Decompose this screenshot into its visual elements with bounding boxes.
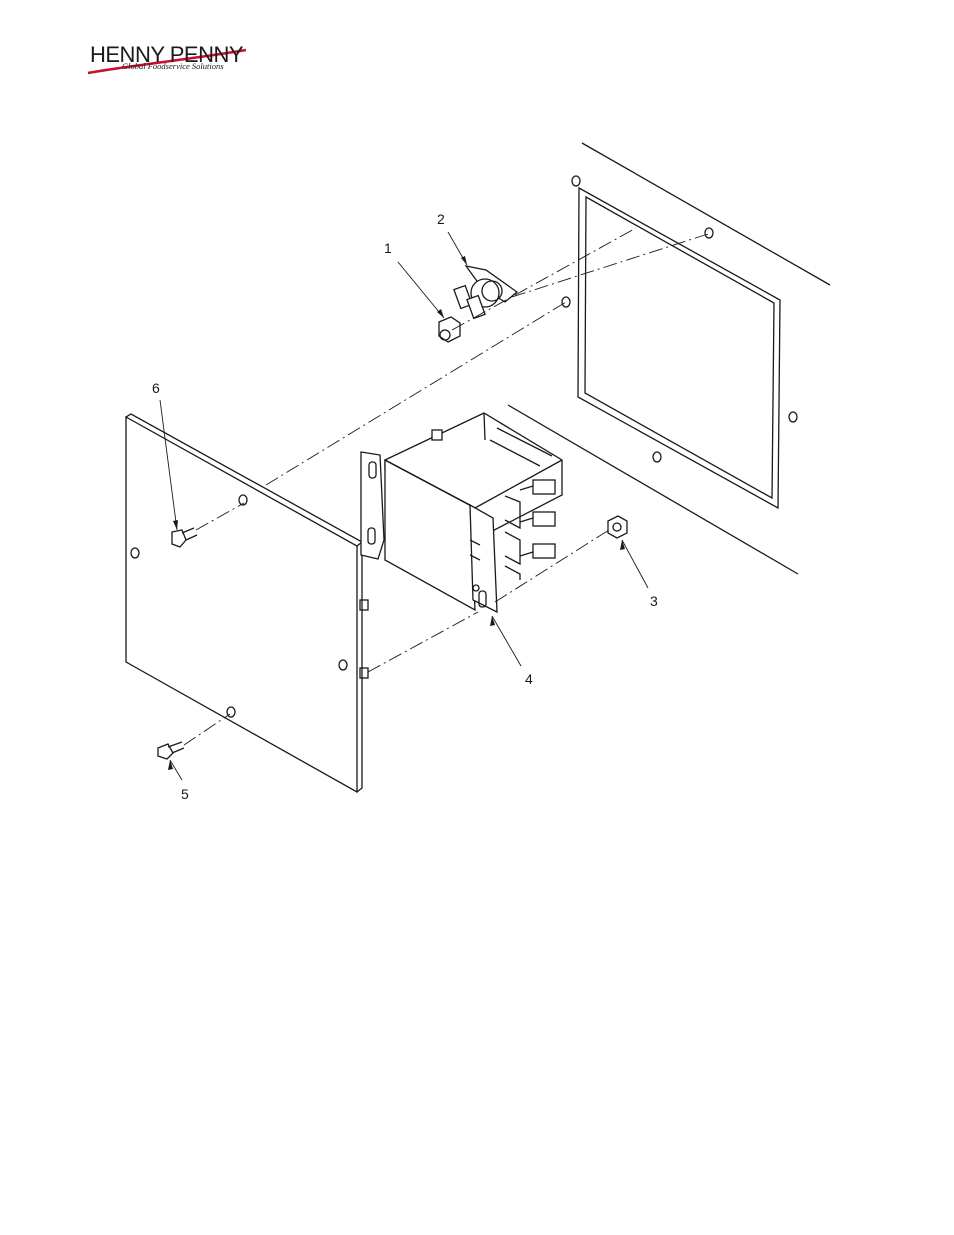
hex-nut-3 (608, 516, 627, 538)
centerline-nut-3 (495, 530, 609, 602)
leader-1 (398, 262, 444, 318)
plate-stud (360, 600, 368, 610)
callout-3: 3 (650, 593, 658, 609)
callout-4: 4 (525, 671, 533, 687)
thermostat (454, 266, 517, 318)
gasket-frame (578, 188, 780, 508)
cabinet-top-edge (582, 143, 830, 285)
wall-hole (562, 297, 570, 307)
callout-5: 5 (181, 786, 189, 802)
wall-hole (653, 452, 661, 462)
wall-hole (789, 412, 797, 422)
contactor (361, 413, 562, 612)
centerline-lower (368, 612, 478, 672)
plate-stud (360, 668, 368, 678)
centerline-thermostat-right (512, 234, 708, 297)
leader-3 (622, 540, 648, 588)
arrowhead-4 (490, 616, 495, 626)
cover-plate (126, 414, 362, 792)
wall-hole (705, 228, 713, 238)
callout-6: 6 (152, 380, 160, 396)
arrowhead-5 (168, 760, 173, 770)
callout-2: 2 (437, 211, 445, 227)
leader-5 (170, 760, 182, 780)
leader-4 (492, 616, 521, 666)
arrowhead-2 (461, 256, 467, 265)
centerline-screw-5 (184, 714, 230, 745)
hex-nut-1 (439, 317, 460, 342)
callout-1: 1 (384, 240, 392, 256)
wall-hole (572, 176, 580, 186)
screw-5 (158, 742, 184, 759)
